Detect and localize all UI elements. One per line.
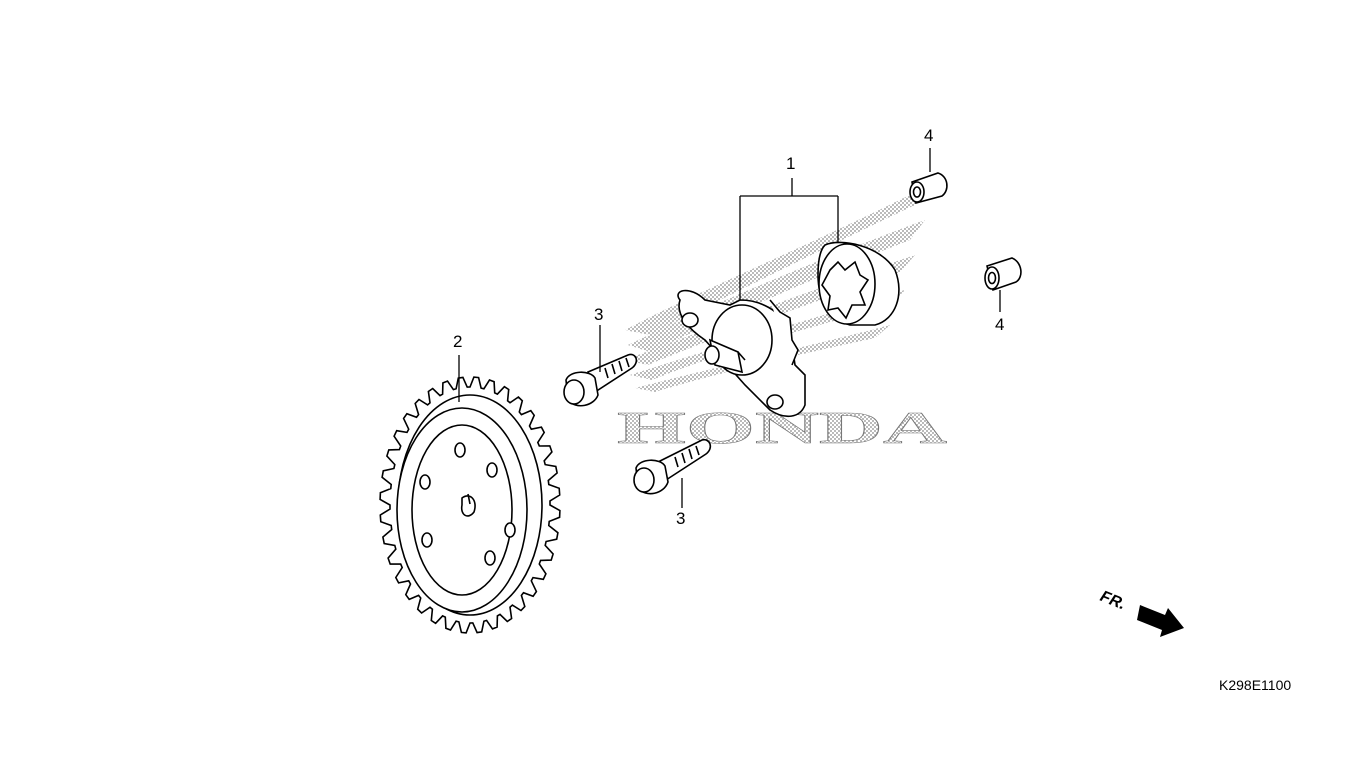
driven-gear — [379, 376, 561, 634]
callout-number-3-lower: 3 — [676, 509, 686, 528]
callout-leader-3 — [599, 325, 683, 508]
callout-number-4-lower: 4 — [995, 315, 1005, 334]
oil-pump-rotor — [817, 241, 900, 326]
callout-number-2: 2 — [453, 332, 463, 351]
figure-code: K298E1100 — [1219, 677, 1292, 693]
callout-leader-1 — [739, 178, 839, 300]
bolt-upper — [563, 353, 638, 407]
dowel-pin-lower — [984, 257, 1022, 292]
dowel-pin-upper — [909, 172, 948, 204]
oil-pump-body — [677, 289, 806, 418]
callout-number-3-upper: 3 — [594, 305, 604, 324]
callout-number-1: 1 — [786, 154, 796, 173]
front-direction-arrow — [1137, 605, 1184, 637]
callout-number-4-upper: 4 — [924, 126, 934, 145]
callout-leader-4 — [929, 148, 1001, 312]
bolt-lower — [633, 438, 712, 495]
